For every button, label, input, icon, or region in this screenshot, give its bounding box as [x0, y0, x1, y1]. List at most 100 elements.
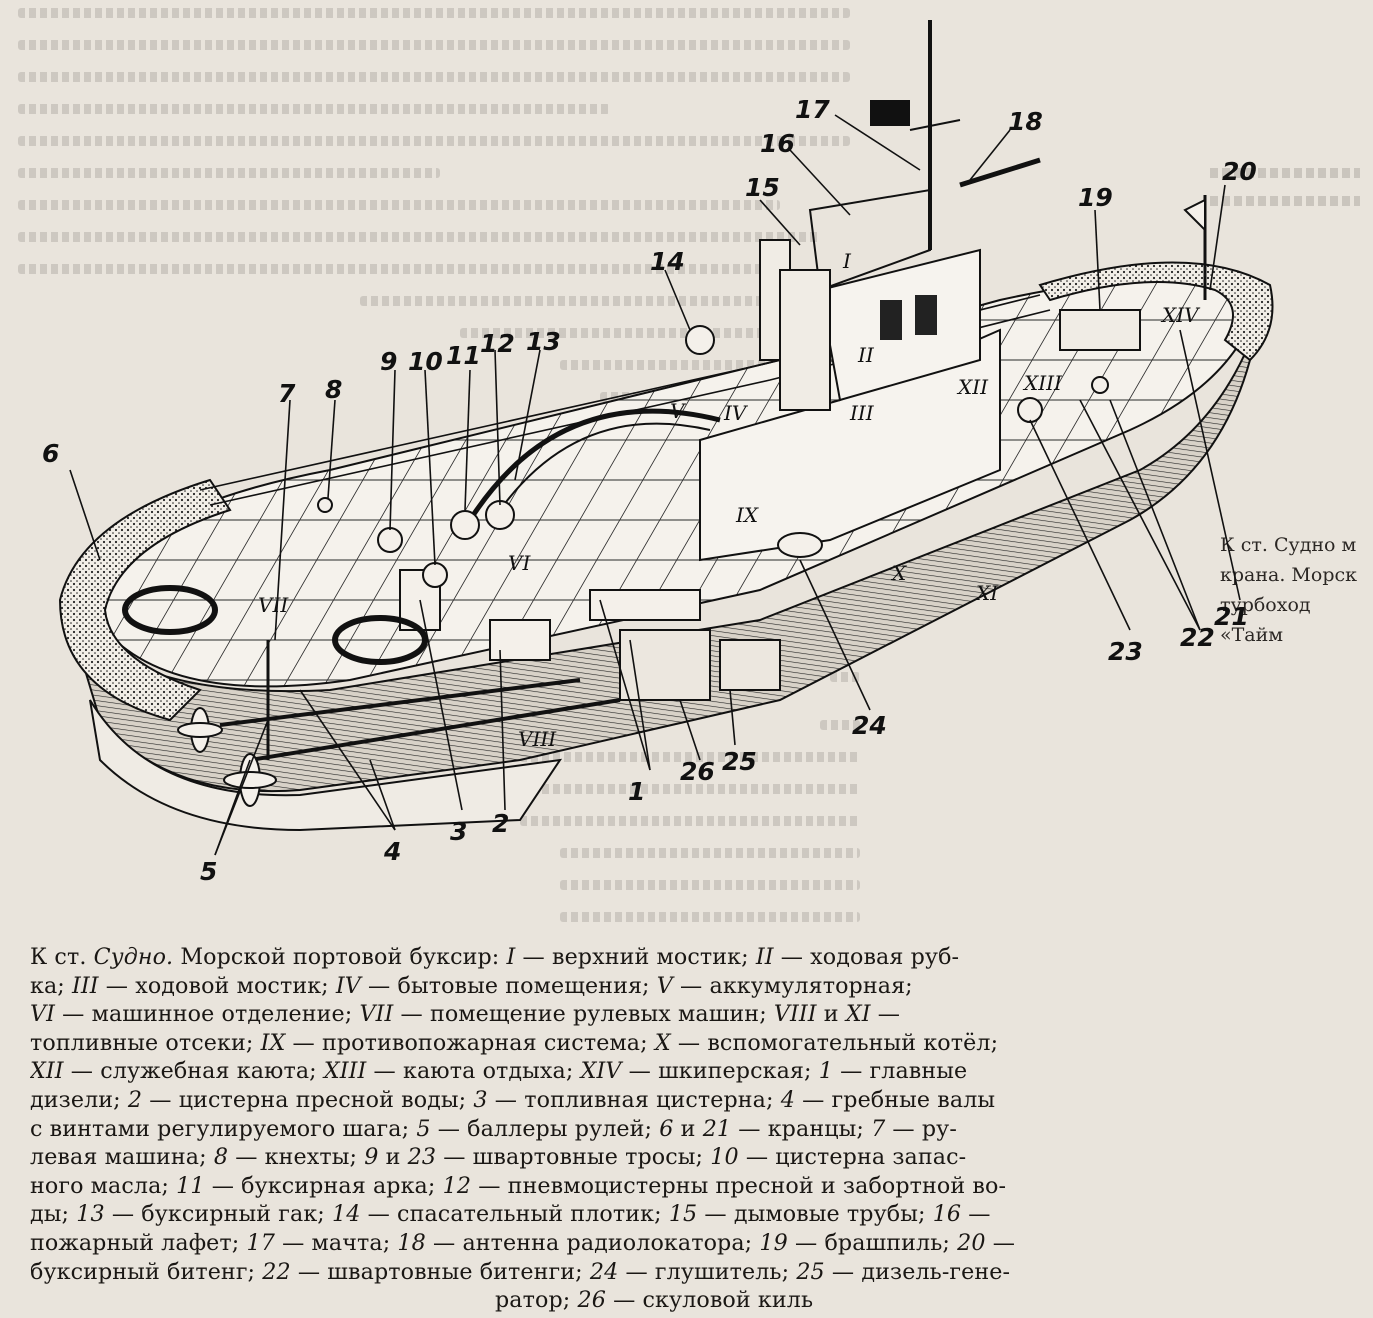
compartment-label-VIII: VIII: [518, 727, 557, 751]
leader-line: [729, 689, 736, 746]
leader-line: [834, 114, 921, 171]
compartment-label-V: V: [670, 399, 687, 423]
caption-numeral: 1: [818, 1058, 833, 1085]
callout-1: 1: [628, 777, 645, 806]
caption-text: — машинное отделение;: [55, 1001, 360, 1028]
callout-16: 16: [760, 129, 795, 158]
caption-numeral: X: [654, 1029, 671, 1056]
caption-numeral: III: [72, 972, 99, 999]
caption-text: и: [816, 1001, 846, 1028]
caption-text: Морской портовой буксир:: [173, 944, 507, 970]
caption-line: топливные отсеки; IX — противопожарная с…: [30, 1029, 1292, 1058]
tugboat-cutaway-diagram: 1 2 3 4 5 6 7 8 9 10 11 12 13 14 15 16 1…: [42, 20, 1274, 886]
callout-21: 21: [1214, 602, 1249, 631]
caption-text: — помещение рулевых машин;: [393, 1001, 774, 1028]
leader-line: [969, 129, 1011, 181]
bollard: [1017, 397, 1043, 423]
leader-line: [514, 349, 541, 481]
callout-7: 7: [278, 379, 296, 408]
compartment-label-II: II: [857, 343, 875, 367]
callout-3: 3: [450, 817, 467, 846]
callout-8: 8: [325, 375, 342, 404]
caption-numeral: 25: [796, 1258, 825, 1285]
caption-text: ды;: [30, 1201, 77, 1228]
callout-9: 9: [380, 347, 397, 376]
wheelhouse-window: [880, 300, 902, 340]
callout-15: 15: [745, 173, 780, 202]
caption-line: ратор; 26 — скуловой киль: [30, 1286, 1292, 1315]
leader-line: [1109, 399, 1201, 631]
caption-numeral: 26: [577, 1287, 606, 1314]
caption-numeral: II: [755, 944, 774, 970]
leader-line: [299, 689, 396, 831]
caption-line: пожарный лафет; 17 — мачта; 18 — антенна…: [30, 1229, 1292, 1258]
callout-12: 12: [480, 329, 515, 358]
callout-22: 22: [1180, 623, 1215, 652]
towing-arch: [467, 408, 721, 522]
callout-23: 23: [1108, 637, 1143, 666]
wheelhouse-window: [915, 295, 937, 335]
leader-line: [369, 759, 396, 831]
caption-text: — верхний мостик;: [515, 944, 756, 970]
caption-text: левая машина;: [30, 1144, 214, 1171]
leader-line: [464, 369, 471, 511]
rope-drum: [377, 527, 403, 553]
caption-numeral: XIV: [580, 1058, 622, 1085]
compartment-label-XII: XII: [956, 375, 989, 399]
leader-lines: [69, 114, 1241, 856]
callout-19: 19: [1078, 183, 1113, 212]
propeller-shaft: [219, 678, 581, 727]
caption-text: — топливная цистерна;: [487, 1086, 781, 1113]
caption-lead: К ст.: [30, 944, 94, 970]
caption-numeral: 23: [407, 1144, 437, 1171]
diesel-generator: [719, 639, 781, 691]
caption-numeral: I: [506, 944, 516, 970]
mooring-rope-coil: [332, 615, 428, 665]
caption-numeral: VI: [30, 1001, 55, 1028]
leader-line: [789, 149, 851, 216]
caption-numeral: 6: [659, 1115, 674, 1142]
callout-11: 11: [446, 341, 481, 370]
leader-line: [424, 369, 436, 566]
callout-20: 20: [1222, 157, 1257, 186]
leader-line: [1094, 209, 1101, 311]
caption-text: — ходовая руб-: [773, 944, 960, 970]
caption-text: — цистерна пресной воды;: [142, 1086, 474, 1113]
caption-text: — швартовные тросы;: [436, 1144, 711, 1171]
caption-numeral: 4: [780, 1086, 795, 1113]
caption-text: — ходовой мостик;: [98, 972, 336, 999]
leader-line: [629, 639, 651, 771]
caption-line: XII — служебная каюта; XIII — каюта отды…: [30, 1057, 1292, 1086]
caption-text: — баллеры рулей;: [430, 1115, 660, 1142]
caption-text: — каюта отдыха;: [366, 1058, 581, 1085]
caption-numeral: 14: [332, 1201, 361, 1228]
radar-antenna: [959, 157, 1041, 188]
fuel-tank-block: [589, 589, 701, 621]
caption-numeral: 19: [759, 1229, 788, 1256]
caption-text: — гребные валы: [794, 1086, 996, 1113]
caption-text: — антенна радиолокатора;: [425, 1229, 760, 1256]
bollard: [1091, 376, 1109, 394]
caption-numeral: IX: [260, 1029, 286, 1056]
caption-text: — противопожарная система;: [285, 1029, 655, 1056]
caption-text: ка;: [30, 972, 73, 999]
pneumatic-tank: [450, 510, 480, 540]
callout-2: 2: [492, 809, 509, 838]
caption-text: — мачта;: [274, 1229, 398, 1256]
compartment-label-III: III: [849, 401, 875, 425]
main-diesel: [619, 629, 711, 701]
caption-numeral: 2: [127, 1086, 143, 1113]
windlass: [1059, 309, 1141, 351]
caption-numeral: XII: [30, 1058, 64, 1085]
leader-line: [664, 269, 691, 331]
caption-text: ного масла;: [30, 1172, 177, 1199]
caption-numeral: 17: [246, 1229, 275, 1256]
caption-text: — глушитель;: [618, 1258, 797, 1285]
caption-numeral: 12: [442, 1172, 472, 1199]
caption-numeral: 21: [702, 1115, 732, 1142]
funnel: [779, 269, 831, 411]
propeller-upper: [177, 707, 223, 753]
caption-text: — кнехты;: [228, 1144, 365, 1171]
leader-line: [1029, 419, 1131, 631]
